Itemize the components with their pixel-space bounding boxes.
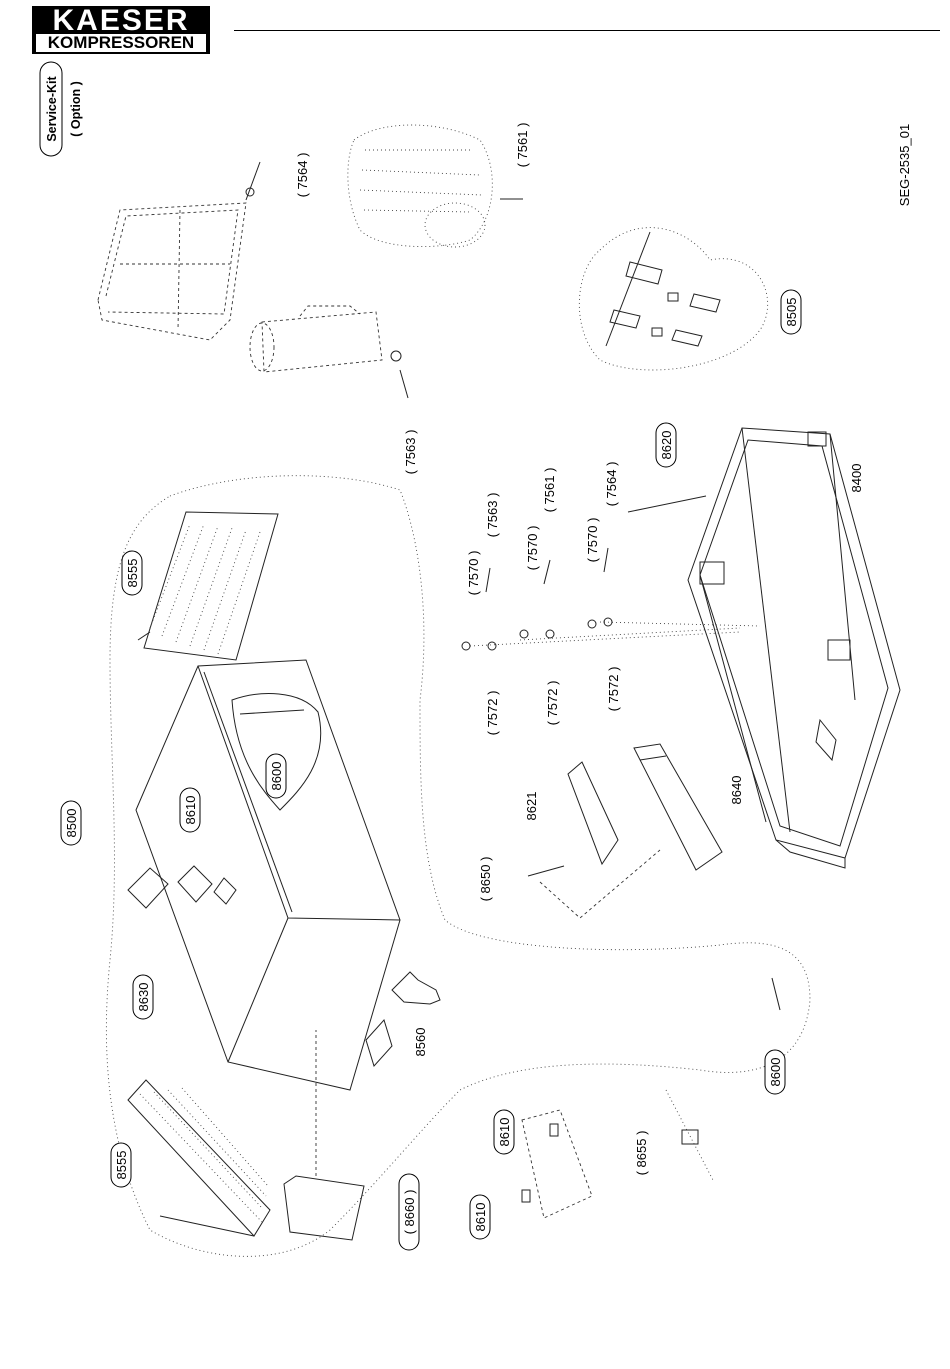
callout-c8555a: 8555 xyxy=(122,551,142,595)
callout-number: 8500 xyxy=(64,809,79,838)
callout-number: ( 8655 ) xyxy=(634,1131,649,1176)
callout-c7563a: ( 7563 ) xyxy=(403,430,418,475)
louvre-grille-bottom-8555 xyxy=(128,1080,270,1236)
air-filter-cartridge-drawing xyxy=(348,125,492,247)
handle-8560 xyxy=(366,972,440,1066)
callout-number: ( 7563 ) xyxy=(485,493,500,538)
lock-parts-8610 xyxy=(522,1110,592,1218)
callout-number: ( 7572 ) xyxy=(606,667,621,712)
callout-c7570a: ( 7570 ) xyxy=(466,551,481,596)
callout-c7572a: ( 7572 ) xyxy=(485,691,500,736)
callout-number: 8505 xyxy=(784,298,799,327)
callout-c7563b: ( 7563 ) xyxy=(485,493,500,538)
callout-c8600a: 8600 xyxy=(266,754,286,798)
callout-number: 8600 xyxy=(768,1058,783,1087)
callout-c8630: 8630 xyxy=(133,975,153,1019)
callout-number: 8555 xyxy=(114,1151,129,1180)
callout-c7572b: ( 7572 ) xyxy=(545,681,560,726)
callout-number: 8560 xyxy=(413,1028,428,1057)
callout-c8621: 8621 xyxy=(524,792,539,821)
support-8640 xyxy=(634,744,722,870)
hinge-8650 xyxy=(528,850,660,918)
callout-c7561b: ( 7561 ) xyxy=(542,468,557,513)
callout-c8650: ( 8650 ) xyxy=(478,857,493,902)
service-kit-8505-group xyxy=(579,228,767,370)
service-kit-badge: Service-Kit ( Option ) xyxy=(40,62,83,156)
callout-number: ( 7563 ) xyxy=(403,430,418,475)
callout-number: 8620 xyxy=(659,431,674,460)
oil-separator-cartridge-drawing xyxy=(250,306,408,398)
drawing-id: SEG-2535_01 xyxy=(897,124,912,206)
callout-number: ( 8660 ) xyxy=(402,1190,417,1235)
callout-c8400: 8400 xyxy=(849,464,864,493)
callout-number: 8400 xyxy=(849,464,864,493)
callout-c7570c: ( 7570 ) xyxy=(585,518,600,563)
callout-c8555b: 8555 xyxy=(111,1143,131,1187)
callout-number: 8621 xyxy=(524,792,539,821)
callout-c8560: 8560 xyxy=(413,1028,428,1057)
callout-number: ( 7570 ) xyxy=(525,526,540,571)
callout-number: 8610 xyxy=(497,1118,512,1147)
callout-number: ( 7561 ) xyxy=(515,123,530,168)
callout-number: ( 7572 ) xyxy=(485,691,500,736)
callout-c8610a: 8610 xyxy=(180,788,200,832)
damper-8620 xyxy=(628,496,706,512)
filter-element-7564 xyxy=(246,162,260,200)
callout-c7564b: ( 7564 ) xyxy=(604,462,619,507)
chain-8655 xyxy=(666,1090,714,1182)
callout-c7572c: ( 7572 ) xyxy=(606,667,621,712)
callout-c8610c: 8610 xyxy=(470,1195,490,1239)
callout-number: ( 7561 ) xyxy=(542,468,557,513)
seal-strip-8600 xyxy=(772,978,780,1010)
louvre-grille-top-8555 xyxy=(138,512,278,660)
callout-number: ( 7564 ) xyxy=(295,153,310,198)
callout-c8620: 8620 xyxy=(656,423,676,467)
callout-c8505: 8505 xyxy=(781,290,801,334)
service-kit-option: ( Option ) xyxy=(69,81,83,137)
callout-number: ( 7570 ) xyxy=(585,518,600,563)
callout-number: 8555 xyxy=(125,559,140,588)
callout-c7564a: ( 7564 ) xyxy=(295,153,310,198)
callout-number: 8600 xyxy=(269,762,284,791)
callout-number: ( 7570 ) xyxy=(466,551,481,596)
cover-plate-8621 xyxy=(568,762,618,864)
callout-c8655: ( 8655 ) xyxy=(634,1131,649,1176)
callout-c8660: ( 8660 ) xyxy=(399,1174,419,1250)
filter-mat-8660 xyxy=(284,1030,364,1240)
callout-c8610b: 8610 xyxy=(494,1110,514,1154)
main-enclosure-drawing xyxy=(128,660,400,1090)
callout-c8640: 8640 xyxy=(729,776,744,805)
callout-c7561a: ( 7561 ) xyxy=(515,123,530,168)
base-frame-8400-drawing xyxy=(688,428,900,868)
callout-number: 8640 xyxy=(729,776,744,805)
callout-number: 8610 xyxy=(473,1203,488,1232)
callout-c8500: 8500 xyxy=(61,801,81,845)
filter-panel-drawing xyxy=(98,203,246,340)
callout-number: ( 7572 ) xyxy=(545,681,560,726)
callout-c7570b: ( 7570 ) xyxy=(525,526,540,571)
callout-c8600b: 8600 xyxy=(765,1050,785,1094)
connector-leads xyxy=(462,548,760,650)
callout-labels: ( 7564 ) ( 7561 ) ( 7563 ) 8505 8620 8400 ( 75… xyxy=(61,123,864,1250)
callout-number: 8610 xyxy=(183,796,198,825)
callout-number: ( 8650 ) xyxy=(478,857,493,902)
callout-number: 8630 xyxy=(136,983,151,1012)
service-kit-label: Service-Kit xyxy=(45,76,59,142)
callout-number: ( 7564 ) xyxy=(604,462,619,507)
